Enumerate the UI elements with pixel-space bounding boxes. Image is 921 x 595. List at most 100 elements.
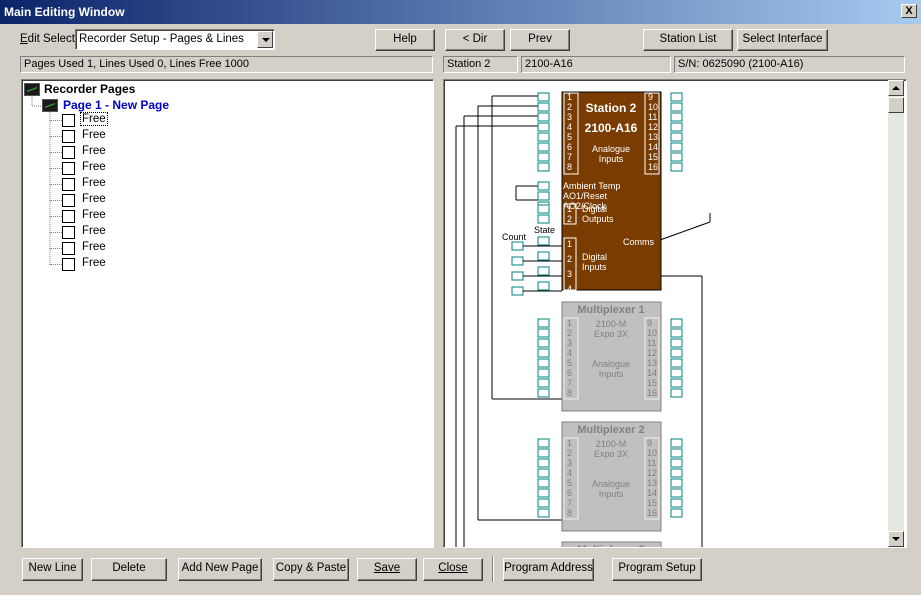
- analogue-input-port[interactable]: [537, 152, 550, 162]
- analogue-input-port[interactable]: [537, 92, 550, 102]
- mux-input-port[interactable]: [670, 378, 683, 388]
- tree-line-item[interactable]: Free: [82, 241, 106, 253]
- mux-input-port[interactable]: [537, 458, 550, 468]
- tree-page-1[interactable]: Page 1 - New Page: [63, 98, 170, 112]
- digital-output-port[interactable]: [537, 214, 550, 224]
- mux-input-port[interactable]: [537, 318, 550, 328]
- prev-button[interactable]: Prev: [510, 29, 570, 51]
- state-port[interactable]: [537, 266, 550, 276]
- line-checkbox[interactable]: [62, 130, 75, 143]
- tree-line-item[interactable]: Free: [82, 225, 106, 237]
- mux-input-port[interactable]: [537, 468, 550, 478]
- analogue-input-port[interactable]: [537, 102, 550, 112]
- station-diagram[interactable]: Station 22100-A16AnalogueInputs123456789…: [444, 80, 888, 548]
- tree-line-item[interactable]: Free: [82, 129, 106, 141]
- count-port[interactable]: [511, 241, 524, 251]
- analogue-input-port[interactable]: [670, 132, 683, 142]
- mux-input-port[interactable]: [537, 448, 550, 458]
- mux-input-port[interactable]: [670, 448, 683, 458]
- line-checkbox[interactable]: [62, 178, 75, 191]
- scroll-down-icon[interactable]: [888, 531, 904, 547]
- count-port[interactable]: [511, 286, 524, 296]
- mux-input-port[interactable]: [670, 488, 683, 498]
- mux-input-port[interactable]: [537, 378, 550, 388]
- line-checkbox[interactable]: [62, 242, 75, 255]
- tree-line-item[interactable]: Free: [82, 145, 106, 157]
- line-checkbox[interactable]: [62, 258, 75, 271]
- count-port[interactable]: [511, 256, 524, 266]
- mux-input-port[interactable]: [670, 338, 683, 348]
- mux-input-port[interactable]: [670, 498, 683, 508]
- mux-input-port[interactable]: [670, 468, 683, 478]
- digital-output-port[interactable]: [537, 204, 550, 214]
- close-button[interactable]: Close: [423, 558, 483, 581]
- mux-input-port[interactable]: [537, 498, 550, 508]
- analogue-input-port[interactable]: [670, 162, 683, 172]
- line-checkbox[interactable]: [62, 226, 75, 239]
- mux-input-port[interactable]: [537, 338, 550, 348]
- delete-button[interactable]: Delete: [91, 558, 167, 581]
- state-port[interactable]: [537, 236, 550, 246]
- analogue-input-port[interactable]: [670, 142, 683, 152]
- mux-input-port[interactable]: [537, 368, 550, 378]
- mux-input-port[interactable]: [670, 478, 683, 488]
- analogue-input-port[interactable]: [537, 112, 550, 122]
- mux-input-port[interactable]: [670, 358, 683, 368]
- program-address-button[interactable]: Program Address: [503, 558, 594, 581]
- mux-input-port[interactable]: [537, 478, 550, 488]
- edit-select-dropdown[interactable]: Recorder Setup - Pages & Lines: [75, 29, 275, 50]
- line-checkbox[interactable]: [62, 210, 75, 223]
- analogue-input-port[interactable]: [537, 132, 550, 142]
- tree-line-item[interactable]: Free: [80, 112, 108, 126]
- line-checkbox[interactable]: [62, 162, 75, 175]
- analogue-input-port[interactable]: [670, 92, 683, 102]
- mux-input-port[interactable]: [537, 328, 550, 338]
- tree-line-item[interactable]: Free: [82, 177, 106, 189]
- tree-line-item[interactable]: Free: [82, 193, 106, 205]
- mux-input-port[interactable]: [670, 348, 683, 358]
- io-port[interactable]: [537, 191, 550, 201]
- scroll-up-icon[interactable]: [888, 80, 904, 96]
- mux-input-port[interactable]: [537, 358, 550, 368]
- line-checkbox[interactable]: [62, 114, 75, 127]
- mux-input-port[interactable]: [537, 438, 550, 448]
- state-port[interactable]: [537, 281, 550, 291]
- mux-input-port[interactable]: [670, 388, 683, 398]
- mux-input-port[interactable]: [670, 318, 683, 328]
- analogue-input-port[interactable]: [670, 112, 683, 122]
- mux-input-port[interactable]: [670, 508, 683, 518]
- help-button[interactable]: Help: [375, 29, 435, 51]
- io-port[interactable]: [537, 181, 550, 191]
- mux-input-port[interactable]: [670, 438, 683, 448]
- mux-input-port[interactable]: [670, 328, 683, 338]
- state-port[interactable]: [537, 251, 550, 261]
- line-checkbox[interactable]: [62, 146, 75, 159]
- copy-paste-button[interactable]: Copy & Paste: [273, 558, 349, 581]
- mux-input-port[interactable]: [670, 368, 683, 378]
- add-new-page-button[interactable]: Add New Page: [178, 558, 262, 581]
- analogue-input-port[interactable]: [537, 122, 550, 132]
- mux-input-port[interactable]: [537, 348, 550, 358]
- tree-line-item[interactable]: Free: [82, 257, 106, 269]
- analogue-input-port[interactable]: [537, 142, 550, 152]
- mux-input-port[interactable]: [537, 488, 550, 498]
- new-line-button[interactable]: New Line: [22, 558, 83, 581]
- mux-input-port[interactable]: [537, 388, 550, 398]
- analogue-input-port[interactable]: [670, 122, 683, 132]
- program-setup-button[interactable]: Program Setup: [612, 558, 702, 581]
- chevron-down-icon[interactable]: [257, 31, 273, 48]
- line-checkbox[interactable]: [62, 194, 75, 207]
- analogue-input-port[interactable]: [537, 162, 550, 172]
- tree-line-item[interactable]: Free: [82, 161, 106, 173]
- count-port[interactable]: [511, 271, 524, 281]
- tree-root[interactable]: Recorder Pages: [44, 82, 136, 96]
- select-interface-button[interactable]: Select Interface: [737, 29, 828, 51]
- analogue-input-port[interactable]: [670, 152, 683, 162]
- mux-input-port[interactable]: [670, 458, 683, 468]
- tree-line-item[interactable]: Free: [82, 209, 106, 221]
- dir-button[interactable]: < Dir: [445, 29, 505, 51]
- scroll-thumb[interactable]: [888, 97, 904, 113]
- close-icon[interactable]: X: [901, 4, 917, 18]
